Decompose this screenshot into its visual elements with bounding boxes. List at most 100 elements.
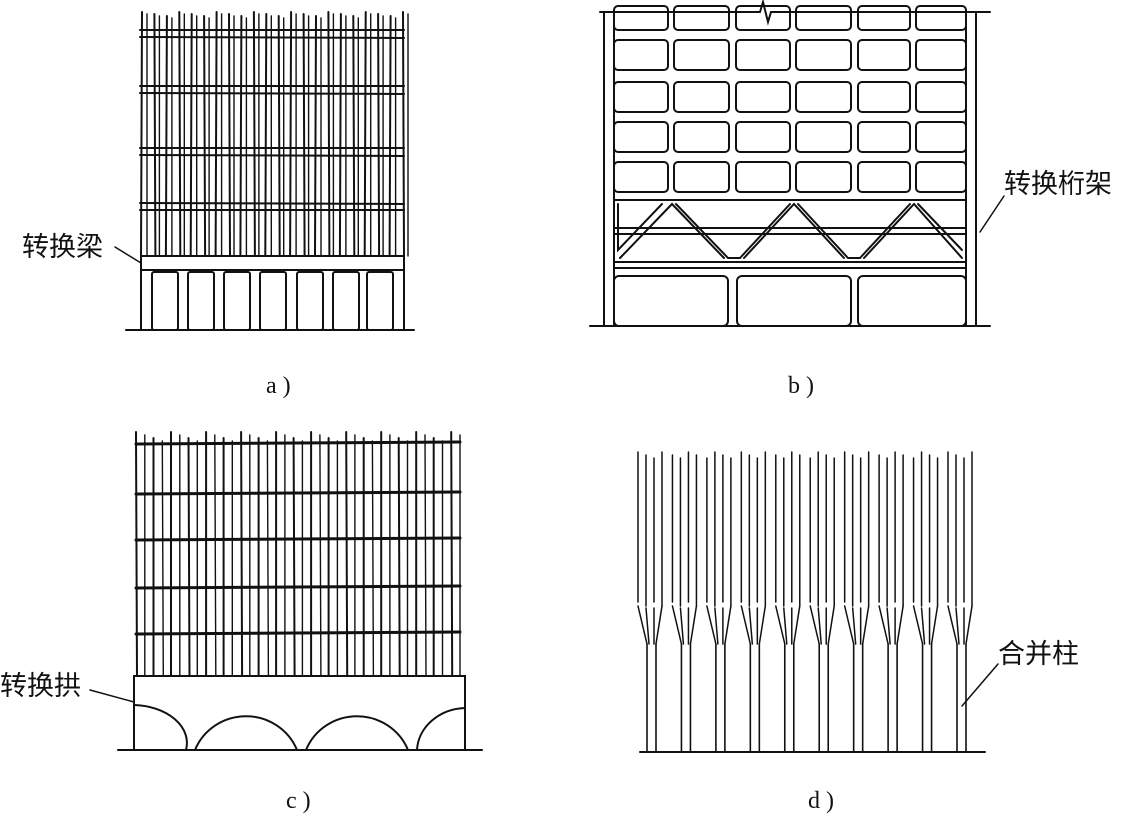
panel-d-column-groups	[637, 451, 973, 753]
panel-c-column	[292, 437, 296, 677]
panel-d-branch	[748, 607, 754, 645]
panel-d-branch	[758, 605, 767, 645]
panel-a-column	[377, 13, 381, 257]
panel-d-branch	[706, 605, 717, 645]
panel-a-column	[239, 15, 243, 257]
panel-c-leader-line	[89, 689, 135, 703]
panel-b-window	[915, 5, 967, 31]
panel-a-bay	[296, 271, 324, 331]
panel-b-window	[795, 5, 852, 31]
panel-b-window	[915, 121, 967, 153]
panel-d-branch	[965, 605, 973, 645]
panel-d-caption: d )	[808, 788, 834, 814]
panel-c-caption: c )	[286, 788, 311, 814]
panel-a-column	[164, 15, 168, 257]
panel-d-branch	[637, 605, 648, 645]
panel-b-label: 转换桁架	[1004, 169, 1112, 200]
panel-a-column	[214, 11, 218, 257]
panel-d: 合并柱 d )	[637, 451, 1079, 814]
panel-d-branch	[955, 607, 960, 645]
panel-b-window	[795, 161, 852, 193]
panel-c-column	[240, 431, 244, 677]
panel-a-column	[327, 11, 331, 257]
panel-c-floor-line	[134, 584, 462, 590]
panel-b-transfer-truss	[613, 199, 967, 269]
panel-b-window	[915, 161, 967, 193]
panel-c-floor-lines	[134, 440, 462, 636]
panel-b-window	[735, 161, 791, 193]
panel-b-window	[613, 161, 669, 193]
panel-a-label: 转换梁	[22, 232, 103, 263]
panel-b-lower-bays	[613, 275, 967, 327]
panel-b-window	[613, 39, 669, 71]
panel-b-window	[857, 39, 911, 71]
panel-d-branch	[740, 605, 752, 645]
panel-c-column	[187, 437, 191, 677]
panel-b-window	[735, 121, 791, 153]
panel-a: 转换梁 a )	[22, 11, 415, 399]
panel-b-window-grid	[613, 5, 967, 193]
panel-c-upper-columns	[135, 431, 461, 677]
panel-b-window	[673, 81, 730, 113]
panel-c-column	[319, 434, 322, 677]
panel-a-bay	[332, 271, 360, 331]
panel-b-leader-line	[979, 195, 1005, 233]
panel-c-column	[397, 437, 401, 677]
panel-d-branch	[843, 605, 855, 645]
panel-b-window	[613, 81, 669, 113]
panel-c-column	[161, 440, 165, 677]
panel-b-window	[673, 5, 730, 31]
panel-b-window	[857, 121, 911, 153]
panel-d-branch	[886, 607, 891, 645]
panel-d-branch	[671, 605, 683, 645]
panel-d-branch	[783, 607, 788, 645]
panel-a-column	[277, 15, 281, 257]
panel-a-bay	[187, 271, 215, 331]
panel-a-bay	[223, 271, 251, 331]
panel-b-window	[613, 5, 669, 31]
panel-a-column	[228, 13, 231, 257]
panel-a-floor-line	[139, 202, 405, 205]
panel-c-floor-line	[134, 490, 462, 496]
panel-a-column	[363, 11, 367, 257]
panel-c-column	[345, 431, 349, 677]
panel-d-branch	[714, 607, 719, 645]
panel-a-column	[153, 13, 157, 257]
panel-a-column	[252, 11, 256, 257]
panel-b-window	[915, 81, 967, 113]
panel-b-window	[673, 121, 730, 153]
panel-a-bay	[259, 271, 287, 331]
panel-d-branch	[689, 605, 698, 645]
panel-d-branch	[645, 607, 650, 645]
panel-c-column	[450, 431, 454, 677]
panel-b-window	[735, 81, 791, 113]
panel-a-column	[402, 11, 405, 257]
panel-a-column	[178, 11, 182, 257]
panel-a-column	[388, 15, 392, 257]
panel-d-branch	[896, 605, 904, 645]
panel-a-floor-line	[139, 154, 405, 157]
panel-b-window	[915, 39, 967, 71]
panel-a-column	[338, 13, 342, 257]
panel-d-label: 合并柱	[998, 639, 1079, 670]
panel-b-window	[795, 81, 852, 113]
panel-b: 转换桁架 b )	[589, 0, 1112, 399]
panel-c-column	[135, 431, 138, 677]
panel-d-branch	[851, 607, 857, 645]
panel-a-lower-bays	[151, 271, 394, 331]
panel-c-column	[371, 440, 375, 677]
panel-a-upper-columns	[140, 11, 409, 257]
panel-b-window	[673, 161, 730, 193]
panel-d-branch	[912, 605, 924, 645]
panel-c-column	[214, 434, 217, 677]
panel-a-caption: a )	[266, 373, 291, 399]
panel-d-branch	[655, 605, 663, 645]
panel-b-window	[857, 161, 911, 193]
panel-a-floor-lines	[139, 29, 405, 211]
panel-a-column	[140, 11, 143, 257]
panel-a-column	[302, 13, 306, 257]
panel-b-window	[735, 5, 791, 31]
panel-d-branch	[920, 607, 926, 645]
panel-d-branch	[724, 605, 732, 645]
